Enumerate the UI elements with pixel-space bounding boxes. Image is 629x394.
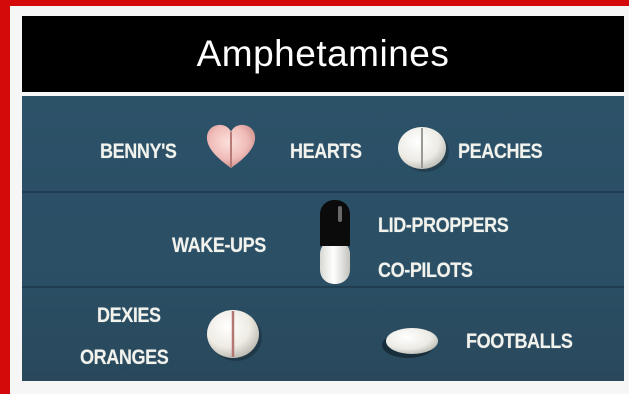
label-oranges: ORANGES xyxy=(80,346,169,369)
oval-white-pill-image xyxy=(382,328,438,358)
photo-divider-line xyxy=(22,191,624,193)
slide-frame: Amphetamines BENNY'S HEARTS xyxy=(10,6,629,394)
photo-divider-line xyxy=(22,286,624,288)
label-bennys: BENNY'S xyxy=(100,140,177,163)
label-co-pilots: CO-PILOTS xyxy=(378,259,473,282)
capsule-pill-image xyxy=(320,200,350,284)
scored-white-pill-image xyxy=(207,310,262,361)
label-hearts: HEARTS xyxy=(290,140,362,163)
slide-title: Amphetamines xyxy=(196,33,450,74)
label-wake-ups: WAKE-UPS xyxy=(172,234,266,257)
label-dexies: DEXIES xyxy=(97,304,161,327)
pill-photo: BENNY'S HEARTS xyxy=(22,96,624,381)
title-bar: Amphetamines xyxy=(22,16,624,92)
label-peaches: PEACHES xyxy=(458,140,543,163)
label-lid-proppers: LID-PROPPERS xyxy=(378,214,509,237)
round-white-pill-image xyxy=(398,127,449,172)
heart-pill-image xyxy=(206,124,256,168)
label-footballs: FOOTBALLS xyxy=(466,330,573,353)
